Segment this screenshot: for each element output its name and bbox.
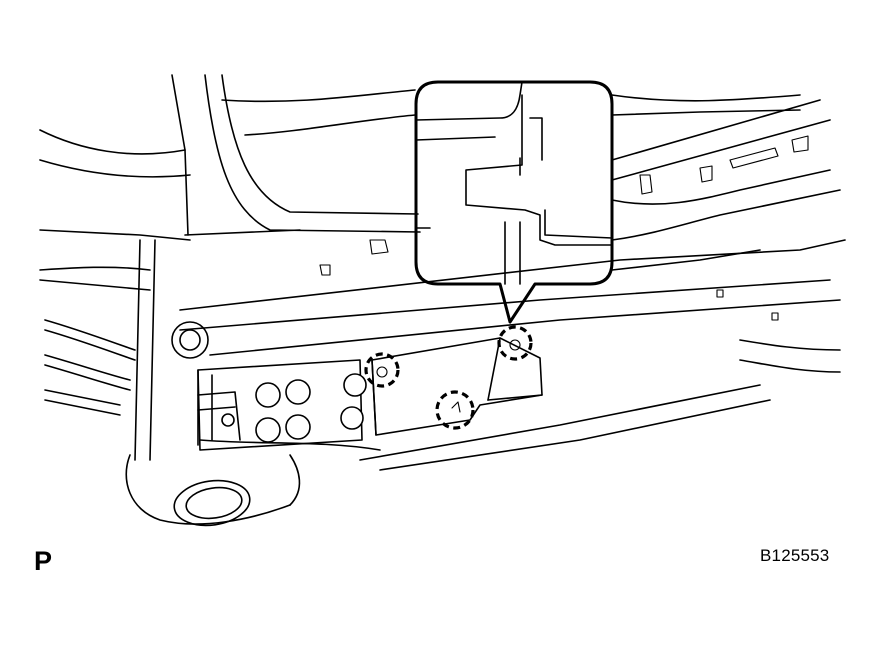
clip-ring-bottom bbox=[435, 390, 475, 430]
clip-locations bbox=[364, 325, 533, 430]
bumper-arm-bracket bbox=[197, 359, 367, 451]
figure-id-label: B125553 bbox=[760, 546, 830, 565]
bracket-cover bbox=[371, 337, 543, 436]
exhaust-tail-pipe bbox=[125, 454, 301, 527]
clip-ring-left bbox=[364, 352, 400, 388]
body-panel-lines bbox=[39, 74, 841, 291]
clip-detail-callout bbox=[414, 80, 614, 324]
bumper-reinforcement-beam bbox=[179, 239, 846, 471]
clip-ring-right bbox=[497, 325, 533, 361]
left-fascia-ribs bbox=[44, 239, 209, 461]
view-direction-label: P bbox=[34, 546, 53, 576]
